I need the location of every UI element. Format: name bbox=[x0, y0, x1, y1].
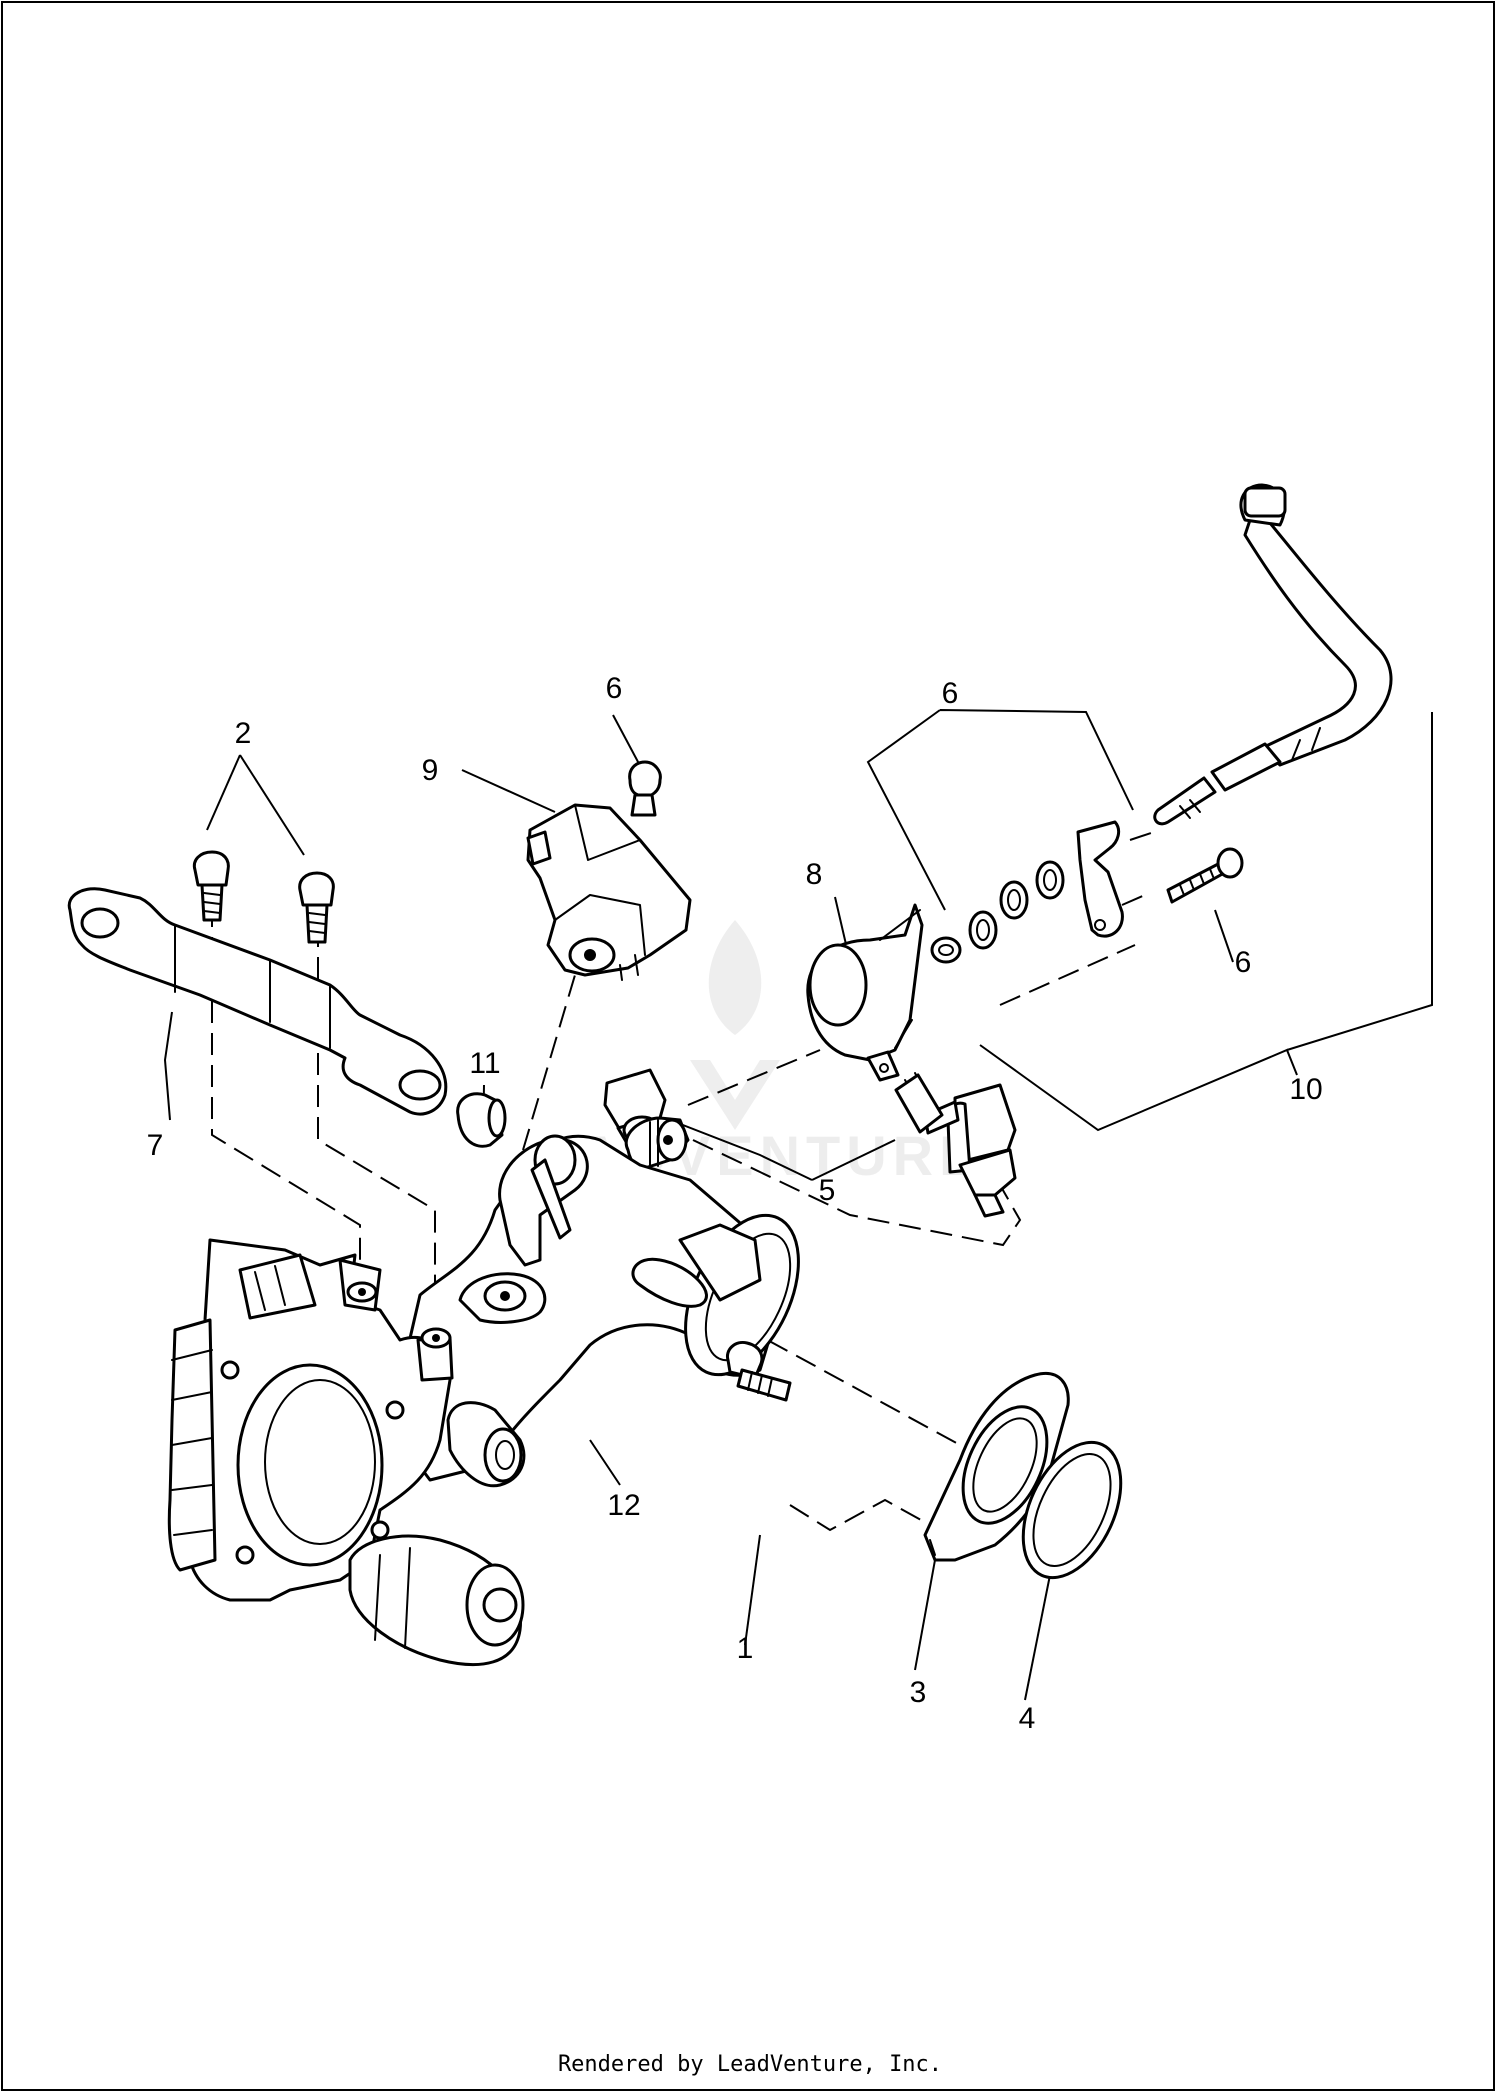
screw-top bbox=[628, 760, 662, 817]
callout-3: 3 bbox=[910, 1676, 927, 1709]
vacuum-cap bbox=[456, 1092, 507, 1148]
callout-6-top: 6 bbox=[606, 672, 623, 705]
callout-6-right: 6 bbox=[1235, 946, 1252, 979]
callout-12: 12 bbox=[607, 1489, 640, 1522]
callout-11: 11 bbox=[469, 1047, 500, 1080]
o-rings bbox=[930, 860, 1065, 964]
watermark-logo: ADVENTURE bbox=[580, 920, 976, 1187]
flange-bolt bbox=[725, 1340, 792, 1402]
callout-labels: 1 2 3 4 5 6 6 6 7 8 9 10 11 12 bbox=[147, 672, 1323, 1735]
fuel-fitting bbox=[806, 903, 924, 1082]
screws-pair bbox=[192, 850, 335, 944]
callout-8: 8 bbox=[806, 858, 823, 891]
screw-right bbox=[1166, 847, 1244, 904]
flange-seal bbox=[1021, 1440, 1123, 1580]
fuel-injector-right bbox=[894, 1072, 1017, 1218]
callout-6-group: 6 bbox=[942, 677, 959, 710]
callout-10: 10 bbox=[1289, 1073, 1322, 1106]
callout-4: 4 bbox=[1019, 1702, 1036, 1735]
support-bracket bbox=[67, 887, 448, 1116]
map-sensor bbox=[526, 803, 692, 981]
footer-credit: Rendered by LeadVenture, Inc. bbox=[557, 2052, 943, 2077]
callout-9: 9 bbox=[422, 754, 439, 787]
throttle-body-manifold bbox=[167, 1134, 800, 1667]
callout-2: 2 bbox=[235, 717, 252, 750]
callout-1: 1 bbox=[737, 1632, 754, 1665]
intake-flange bbox=[923, 1372, 1070, 1562]
fuel-injector-left bbox=[603, 1068, 690, 1170]
callout-7: 7 bbox=[147, 1129, 164, 1162]
fuel-line-bracket bbox=[1076, 820, 1124, 938]
fuel-line-assembly bbox=[1153, 483, 1393, 826]
callout-5: 5 bbox=[819, 1174, 836, 1207]
leader-lines bbox=[163, 709, 1433, 1701]
